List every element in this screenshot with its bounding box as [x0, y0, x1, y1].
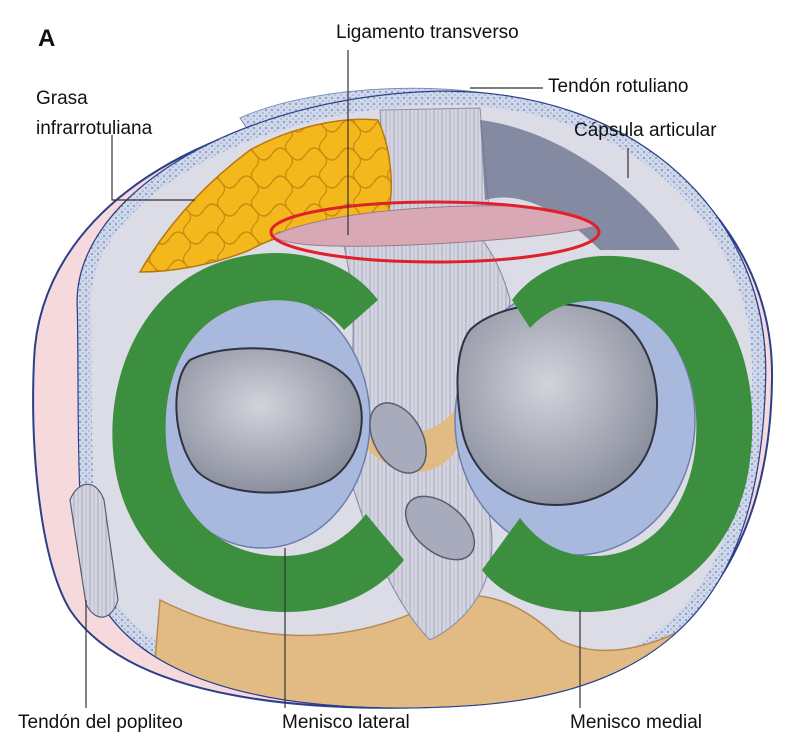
- label-menisco-medial: Menisco medial: [570, 712, 702, 733]
- label-grasa-line1: Grasa: [36, 88, 88, 109]
- lateral-condyle: [175, 347, 363, 494]
- transverse-ligament-highlight: [269, 200, 601, 264]
- leader-lines: [85, 50, 629, 708]
- label-menisco-lateral: Menisco lateral: [282, 712, 410, 733]
- panel-letter: A: [38, 25, 55, 52]
- label-tendon-popliteo: Tendón del popliteo: [18, 712, 183, 733]
- lateral-meniscus: [112, 252, 404, 612]
- label-capsula-articular: Cápsula articular: [574, 120, 717, 141]
- medial-condyle: [456, 302, 658, 507]
- label-grasa-line2: infrarrotuliana: [36, 118, 153, 139]
- label-tendon-rotuliano: Tendón rotuliano: [548, 76, 689, 97]
- popliteus-tendon: [69, 483, 119, 618]
- label-ligamento-transverso: Ligamento transverso: [336, 22, 519, 43]
- infrapatellar-fat-pad: [138, 118, 392, 273]
- medial-meniscus: [482, 255, 753, 613]
